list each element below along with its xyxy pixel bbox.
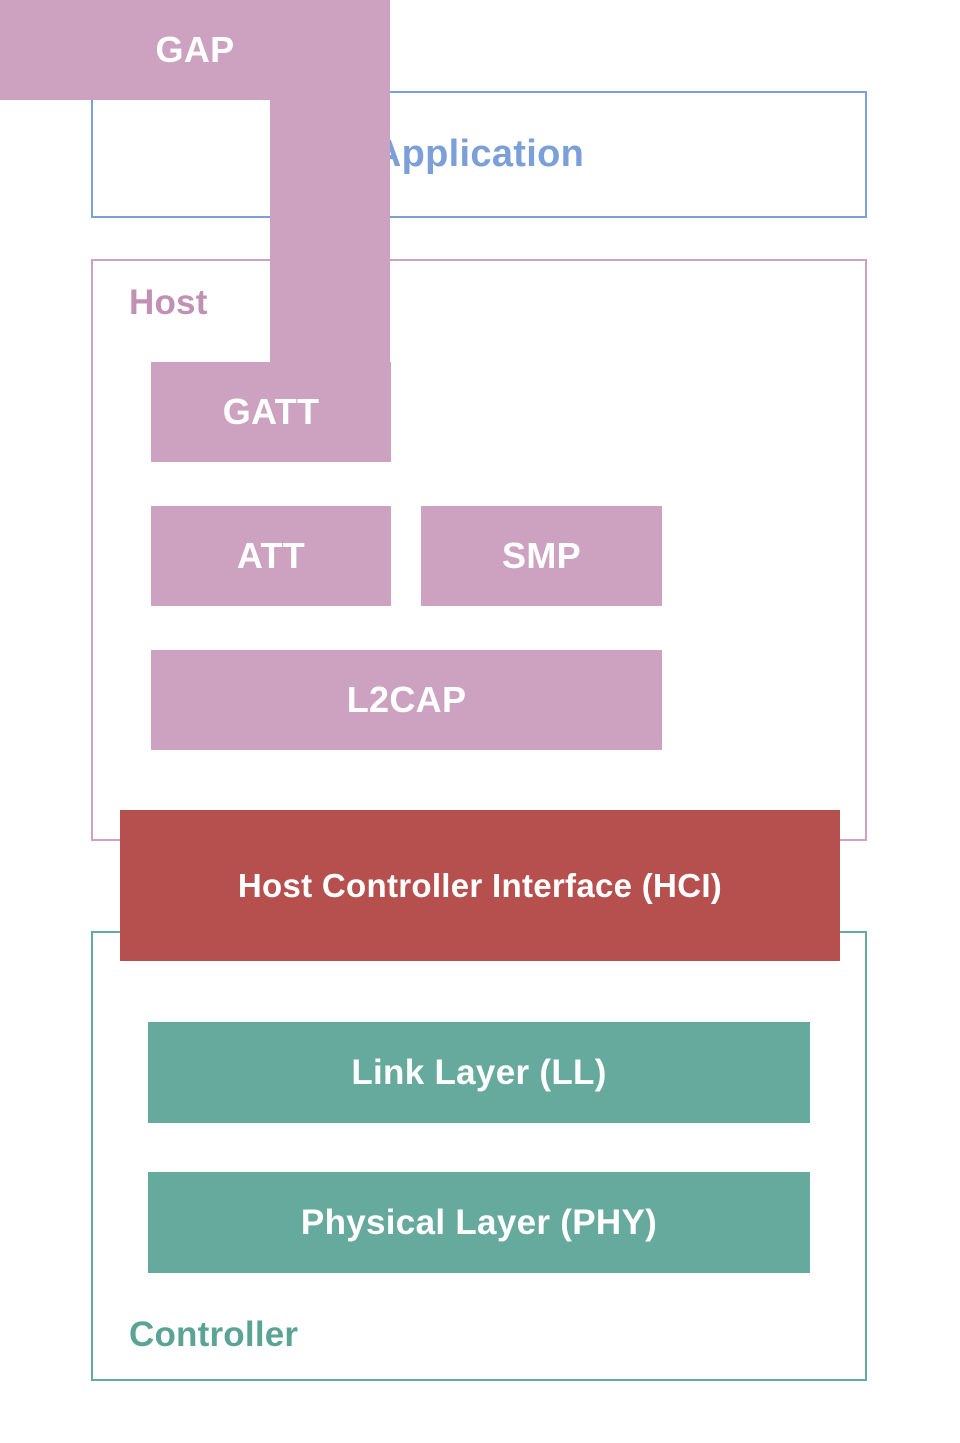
block-gap-label: GAP — [155, 29, 235, 70]
gap-side-column — [270, 100, 390, 388]
block-physical-layer: Physical Layer (PHY) — [148, 1172, 810, 1273]
block-l2cap: L2CAP — [151, 650, 662, 750]
block-link-layer: Link Layer (LL) — [148, 1022, 810, 1123]
block-gap: GAP — [0, 0, 390, 388]
gap-top-bar — [0, 0, 390, 100]
block-host-controller-interface: Host Controller Interface (HCI) — [120, 810, 840, 961]
block-smp: SMP — [421, 506, 662, 606]
block-att: ATT — [151, 506, 391, 606]
application-layer-title: Application — [373, 133, 585, 175]
controller-layer-box — [91, 931, 867, 1381]
host-layer-label: Host — [129, 283, 208, 322]
application-layer-box — [91, 91, 867, 218]
controller-layer-label: Controller — [129, 1315, 299, 1354]
